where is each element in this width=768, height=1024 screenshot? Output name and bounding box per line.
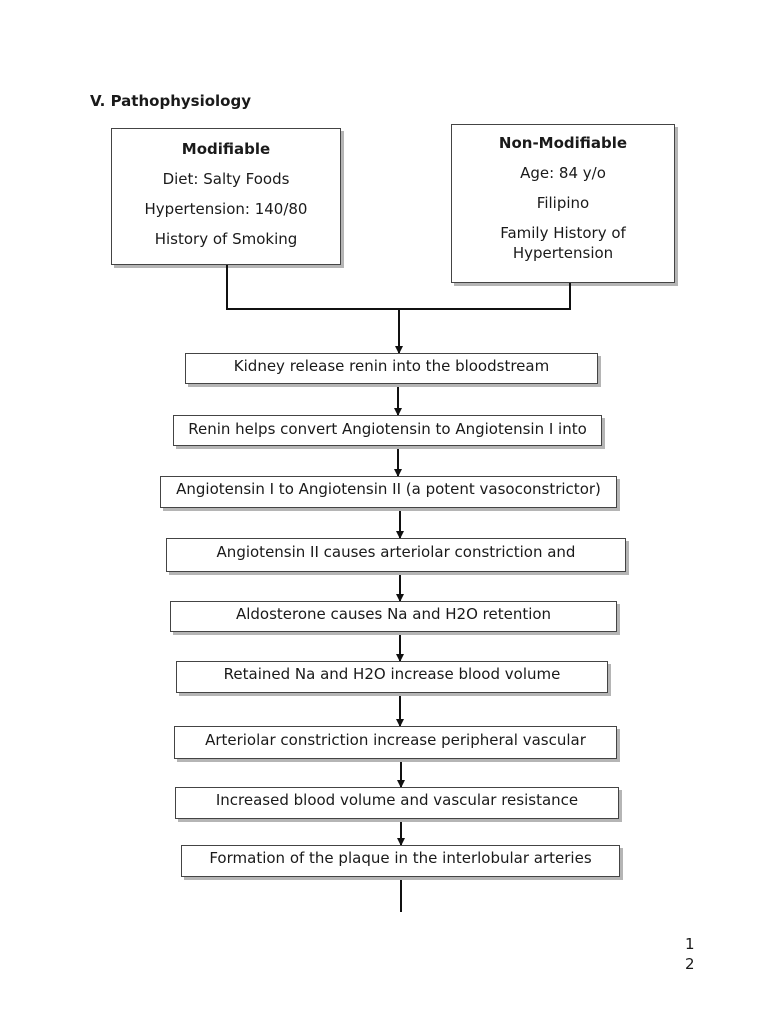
flow-step-6: Retained Na and H2O increase blood volum… xyxy=(176,661,608,693)
non-modifiable-item: Age: 84 y/o xyxy=(520,164,606,182)
flow-step-9: Formation of the plaque in the interlobu… xyxy=(181,845,620,877)
flow-step-text: Angiotensin I to Angiotensin II (a poten… xyxy=(176,480,601,498)
flow-step-5: Aldosterone causes Na and H2O retention xyxy=(170,601,617,632)
modifiable-item: Hypertension: 140/80 xyxy=(144,200,308,218)
flow-step-text: Formation of the plaque in the interlobu… xyxy=(209,849,592,867)
section-title: V. Pathophysiology xyxy=(90,92,251,110)
non-modifiable-item: Filipino xyxy=(536,194,590,212)
flow-step-2: Renin helps convert Angiotensin to Angio… xyxy=(173,415,602,446)
modifiable-title: Modifiable xyxy=(181,140,271,158)
page-number-line: 1 xyxy=(685,935,695,953)
flow-step-text: Angiotensin II causes arteriolar constri… xyxy=(216,543,576,561)
flow-step-8: Increased blood volume and vascular resi… xyxy=(175,787,619,819)
page-number: 1 2 xyxy=(685,934,695,974)
flow-step-text: Arteriolar constriction increase periphe… xyxy=(205,731,586,749)
flow-step-3: Angiotensin I to Angiotensin II (a poten… xyxy=(160,476,617,508)
modifiable-item: History of Smoking xyxy=(154,230,298,248)
non-modifiable-box: Non-Modifiable Age: 84 y/o Filipino Fami… xyxy=(451,124,675,283)
page-number-line: 2 xyxy=(685,955,695,973)
flow-step-text: Retained Na and H2O increase blood volum… xyxy=(223,665,561,683)
non-modifiable-title: Non-Modifiable xyxy=(498,134,628,152)
flow-step-7: Arteriolar constriction increase periphe… xyxy=(174,726,617,759)
flow-step-text: Renin helps convert Angiotensin to Angio… xyxy=(188,420,587,438)
modifiable-item: Diet: Salty Foods xyxy=(162,170,290,188)
flow-step-text: Kidney release renin into the bloodstrea… xyxy=(233,357,550,375)
flow-step-1: Kidney release renin into the bloodstrea… xyxy=(185,353,598,384)
modifiable-box: Modifiable Diet: Salty Foods Hypertensio… xyxy=(111,128,341,265)
flow-step-text: Aldosterone causes Na and H2O retention xyxy=(235,605,552,623)
flow-step-4: Angiotensin II causes arteriolar constri… xyxy=(166,538,626,572)
flow-step-text: Increased blood volume and vascular resi… xyxy=(215,791,579,809)
non-modifiable-item: Family History of Hypertension xyxy=(500,224,626,262)
